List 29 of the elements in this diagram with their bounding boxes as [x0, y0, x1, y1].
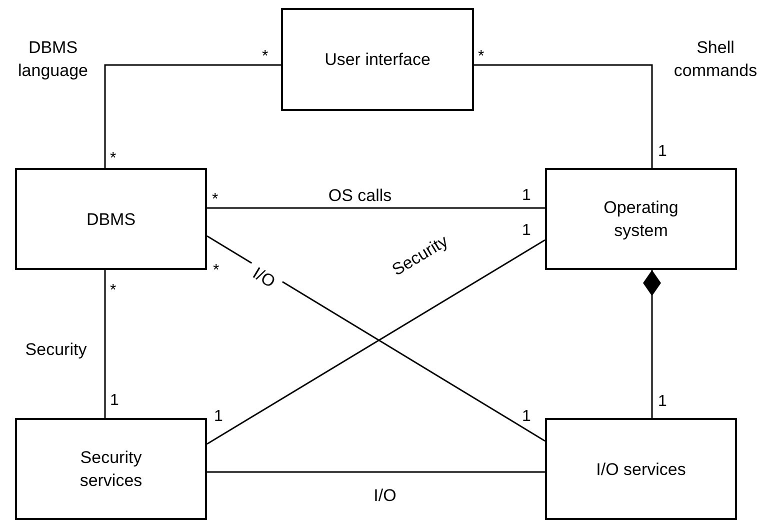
- multiplicity-label: *: [212, 191, 218, 209]
- class-box: [15, 418, 207, 520]
- multiplicity-label: 1: [522, 187, 531, 205]
- connector-line: [207, 471, 545, 473]
- multiplicity-label: *: [110, 282, 116, 300]
- class-box: [15, 168, 207, 270]
- class-name: Operating system: [602, 197, 680, 242]
- multiplicity-label: 1: [658, 143, 667, 161]
- class-box: [545, 418, 737, 520]
- multiplicity-label: 1: [214, 408, 223, 426]
- connector-line: [104, 270, 106, 418]
- class-box: [545, 168, 737, 270]
- connector-line: [643, 270, 661, 418]
- multiplicity-label: 1: [110, 392, 119, 410]
- connector-line: [474, 64, 653, 168]
- multiplicity-label: 1: [522, 408, 531, 426]
- connector-line: [104, 64, 281, 168]
- class-box: [281, 8, 474, 111]
- multiplicity-label: *: [478, 48, 484, 66]
- multiplicity-label: *: [213, 262, 220, 280]
- class-name: User interface: [324, 49, 432, 71]
- class-name: I/O services: [595, 458, 687, 480]
- multiplicity-label: 1: [522, 222, 531, 240]
- class-name: DBMS: [85, 208, 137, 230]
- multiplicity-label: *: [110, 150, 116, 168]
- connector-line: [207, 207, 545, 209]
- multiplicity-label: *: [262, 48, 268, 66]
- class-name: Security services: [78, 447, 144, 492]
- multiplicity-label: 1: [658, 393, 667, 411]
